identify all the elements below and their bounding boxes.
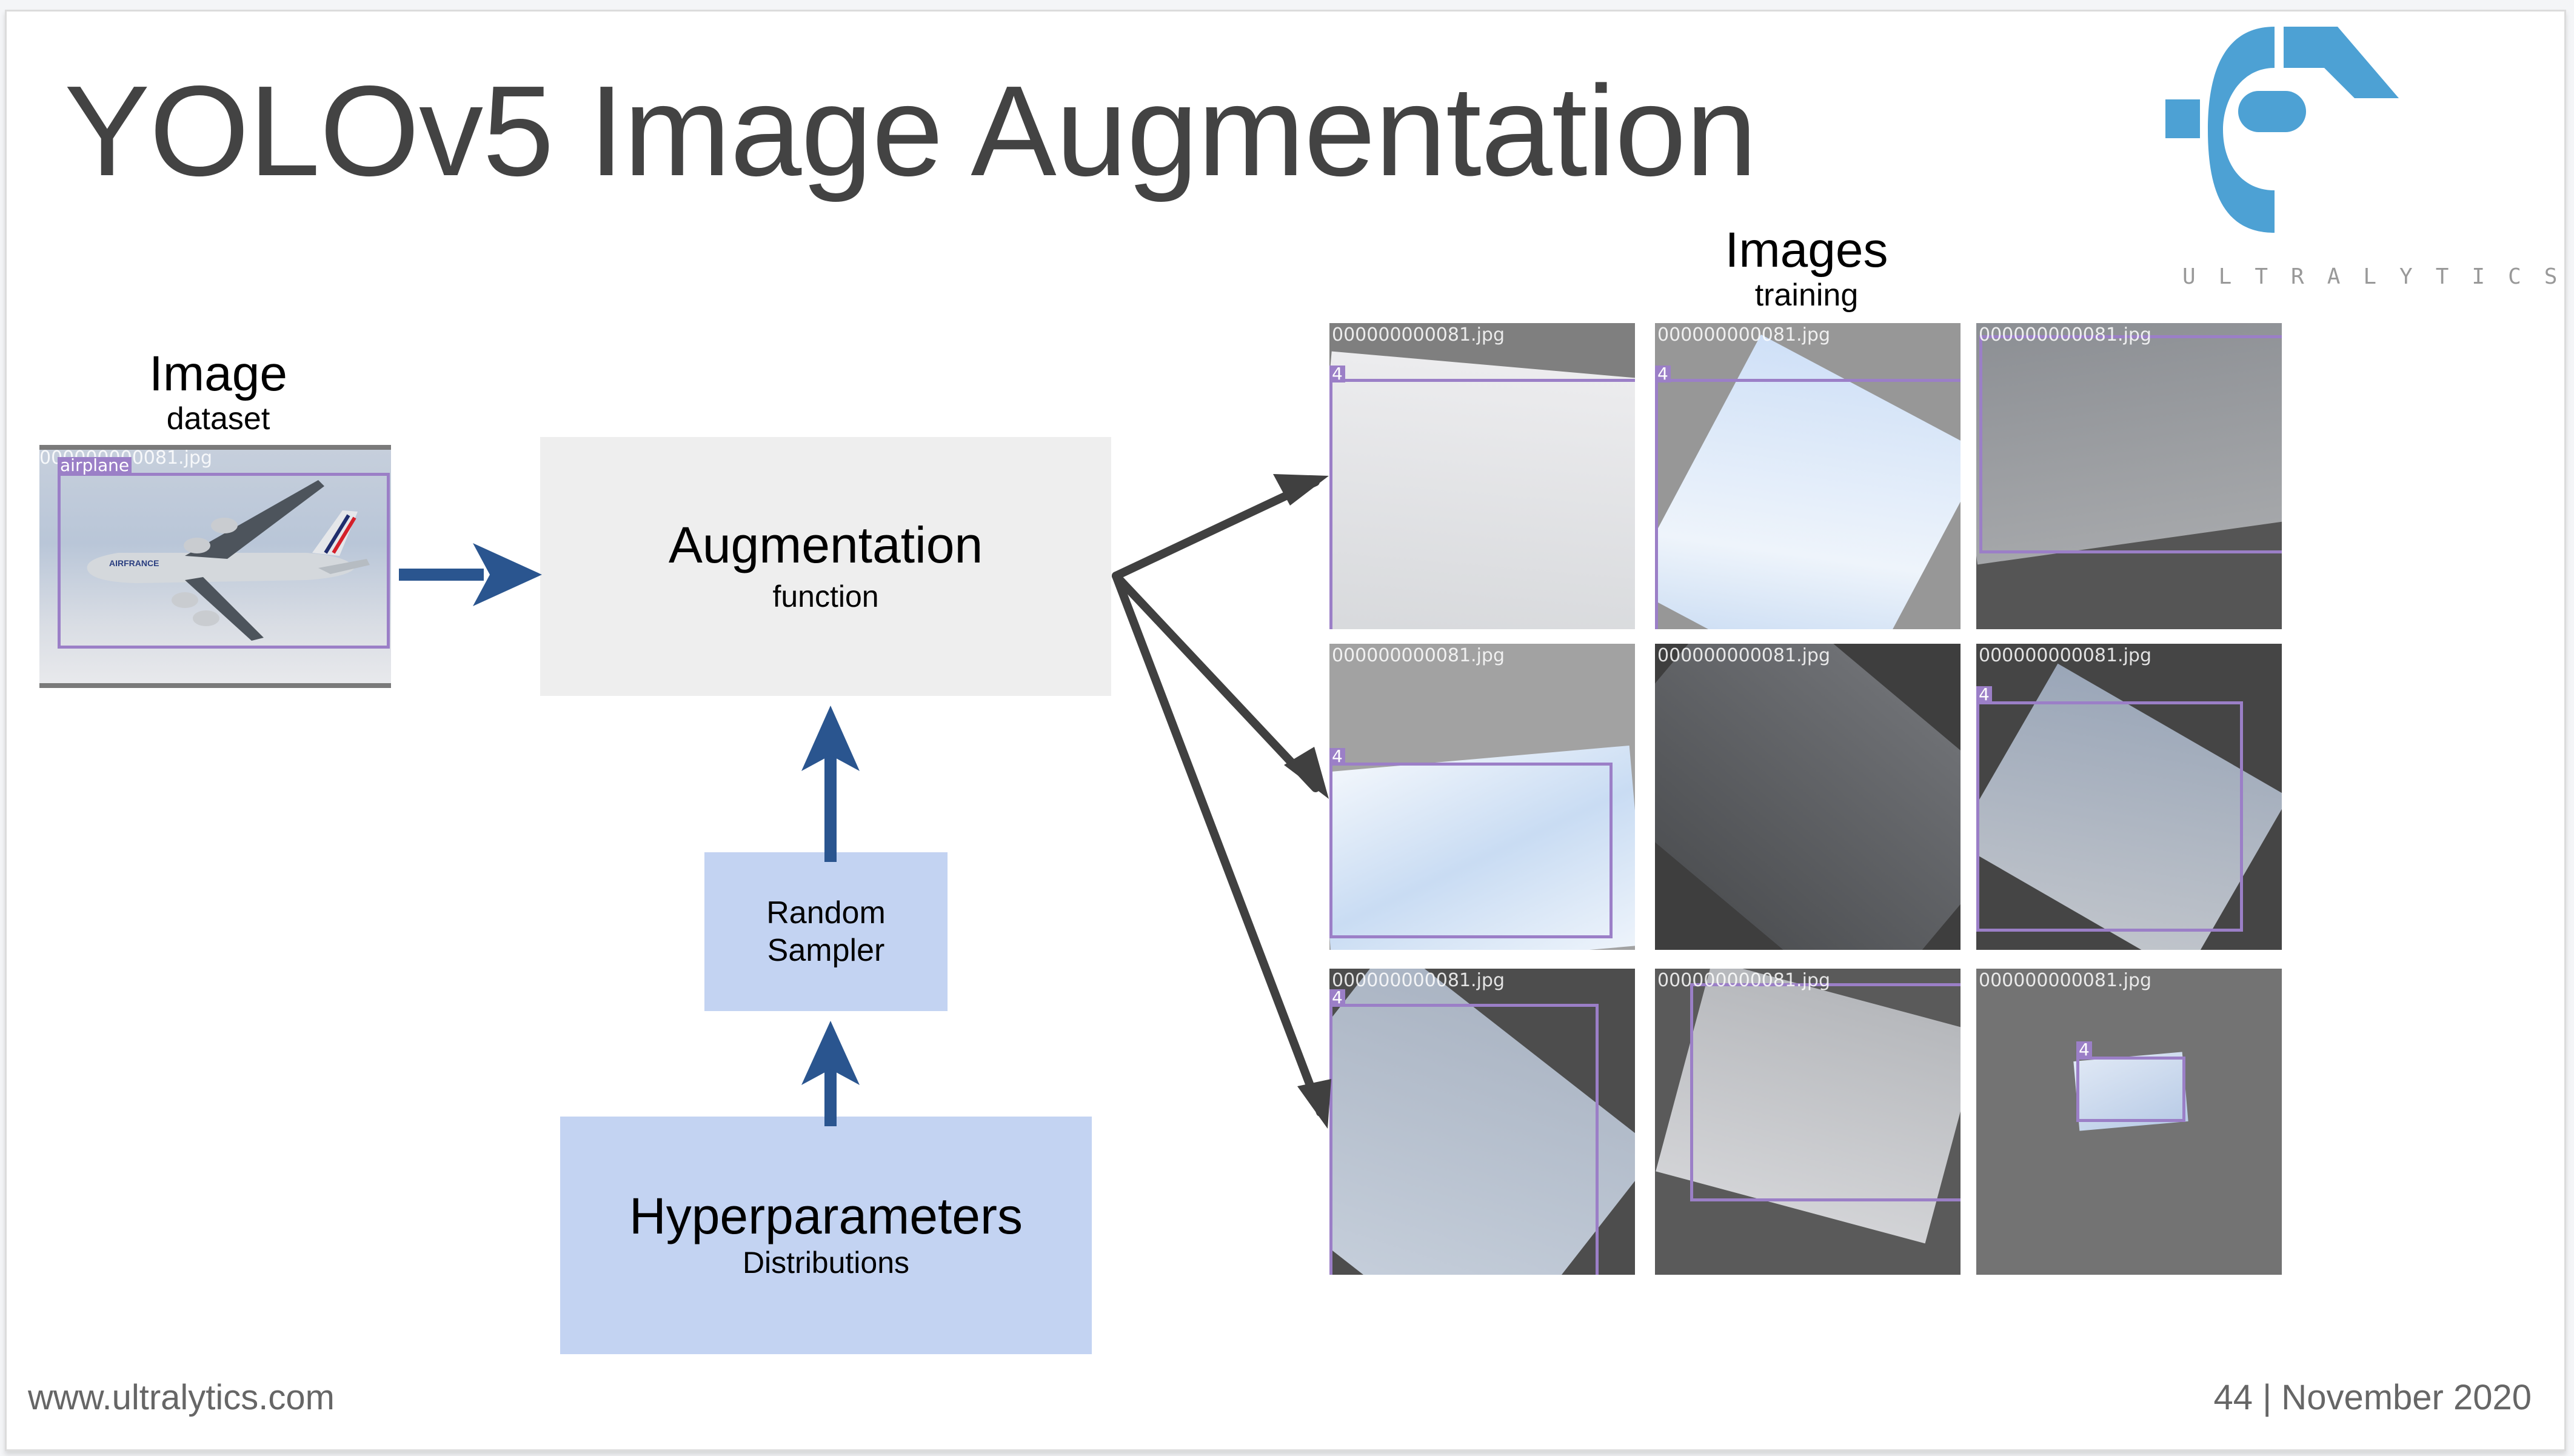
dataset-subtitle: dataset (166, 401, 270, 436)
dataset-title: Image (149, 346, 287, 401)
training-image-3: 000000000081.jpg (1976, 323, 2282, 629)
training-image-1: 4 000000000081.jpg (1329, 323, 1635, 629)
footer-website-link[interactable]: www.ultralytics.com (28, 1378, 335, 1417)
training-image-9: 4 000000000081.jpg (1976, 969, 2282, 1275)
training-image-4: 4 000000000081.jpg (1329, 644, 1635, 950)
footer-page-date: 44 | November 2020 (2213, 1378, 2532, 1417)
dataset-heading: Image dataset (127, 349, 309, 436)
training-image-7: 4 000000000081.jpg (1329, 969, 1635, 1275)
augmentation-title: Augmentation (668, 516, 983, 573)
slide-title: YOLOv5 Image Augmentation (64, 59, 1757, 202)
dataset-image: 000000000081.jpg airplane AIRFRANCE (39, 445, 391, 688)
training-image-5: 000000000081.jpg (1655, 644, 1961, 950)
training-title: Images (1725, 222, 1888, 278)
hyperparameters-subtitle: Distributions (742, 1246, 910, 1280)
logo-wordmark: ULTRALYTICS (2182, 264, 2574, 289)
training-image-8: 000000000081.jpg (1655, 969, 1961, 1275)
augmentation-subtitle: function (772, 579, 879, 613)
sampler-line-2: Sampler (767, 933, 885, 968)
bounding-box (58, 473, 390, 649)
hyperparameters-box: Hyperparameters Distributions (560, 1117, 1092, 1354)
sampler-line-1: Random (766, 895, 886, 930)
random-sampler-box: Random Sampler (704, 852, 948, 1011)
arrow-up-icon (801, 1021, 860, 1126)
augmentation-function-box: Augmentation function (540, 437, 1111, 696)
training-subtitle: training (1754, 278, 1859, 313)
arrow-up-icon (801, 706, 860, 862)
training-image-2: 4 000000000081.jpg (1655, 323, 1961, 629)
training-image-6: 4 000000000081.jpg (1976, 644, 2282, 950)
arrow-right-icon (399, 543, 542, 606)
arrow-fan-out-icon (1112, 478, 1325, 1117)
airplane-image: AIRFRANCE (87, 480, 370, 641)
bbox-label: airplane (58, 457, 132, 474)
ultralytics-logo-icon (2165, 27, 2399, 233)
svg-text:AIRFRANCE: AIRFRANCE (109, 558, 159, 568)
hyperparameters-title: Hyperparameters (629, 1187, 1023, 1244)
training-heading: Images training (1685, 225, 1928, 312)
